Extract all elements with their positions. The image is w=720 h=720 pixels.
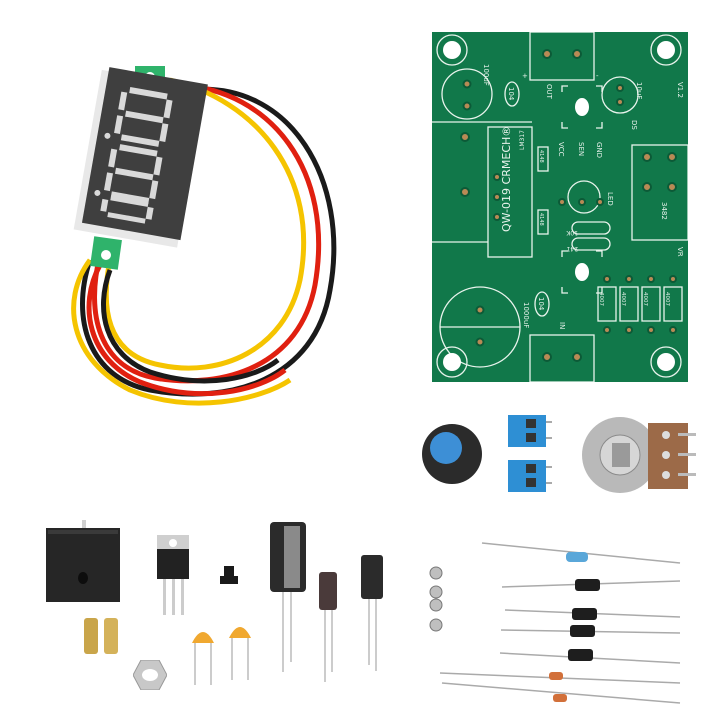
voltmeter-wires [71, 66, 337, 406]
zener-diode-2 [553, 694, 567, 702]
terminal-block-2 [508, 458, 552, 494]
pcb-rectifier-label-3: 4007 [642, 292, 648, 306]
pcb-silkscreen: QW-019 CRMECH® LM317 100uF 10uF 1000uF 1… [432, 31, 689, 383]
pcb-version-label: V1.2 [676, 82, 684, 98]
pcb-port-label-in: IN [558, 322, 566, 329]
pcb-ceramic-label-2: 104 [537, 297, 545, 311]
rectifier-diode-2 [572, 608, 597, 620]
potentiometer-knob [420, 420, 484, 484]
terminal-block-1 [508, 413, 552, 449]
pcb-model-label: QW-019 CRMECH® [500, 126, 513, 232]
pcb-rectifier-label-2: 4007 [620, 292, 626, 306]
pcb-plus-mark: + [522, 72, 528, 80]
heatsink [46, 520, 120, 602]
pcb-cap-label-10uf: 10uF [635, 82, 643, 99]
pcb-diode-label-2: 4148 [538, 213, 544, 226]
pcb-ceramic-label-1: 104 [507, 87, 515, 101]
pcb-resistor-label-2: 241 [566, 245, 578, 252]
brass-standoff-1 [84, 618, 98, 654]
pcb-rectifier-label-4: 4007 [664, 292, 670, 306]
axial-components [430, 535, 700, 710]
ceramic-capacitor-1 [190, 625, 216, 687]
pcb-led-label: LED [606, 192, 614, 206]
pcb-pin-sen: SEN [577, 142, 585, 156]
rectifier-diode-4 [568, 649, 593, 661]
pcb-ds-label: DS [630, 120, 638, 130]
pcb-board: QW-019 CRMECH® LM317 100uF 10uF 1000uF 1… [432, 31, 689, 383]
pcb-rectifier-label-1: 4007 [598, 292, 604, 306]
small-screws [424, 565, 448, 635]
pcb-vr-label: VR [676, 247, 684, 257]
electrolytic-capacitor-medium [360, 555, 386, 673]
rectifier-diode-3 [570, 625, 595, 637]
brass-standoff-2 [104, 618, 118, 654]
rectifier-diode-1 [575, 579, 600, 591]
pcb-port-label-out: OUT [545, 84, 553, 100]
pcb-cap-label-1000uf: 1000uF [522, 302, 530, 328]
pcb-resistor-label-1: 10K [565, 229, 578, 236]
pcb-pin-vcc: VCC [557, 142, 565, 157]
zener-diode-1 [549, 672, 563, 680]
rotary-potentiometer [578, 415, 698, 495]
pcb-pin-gnd: GND [595, 142, 603, 158]
voltmeter-module: 8. 8. 8. [30, 60, 370, 420]
electrolytic-capacitor-small [318, 572, 340, 684]
electrolytic-capacitor-large [268, 520, 308, 675]
resistor [566, 552, 588, 562]
hex-nut [132, 659, 168, 691]
pcb-diode-label-1: 4148 [538, 150, 544, 163]
ceramic-capacitor-2 [227, 620, 253, 682]
pcb-ic-label: LM317 [519, 130, 526, 150]
voltage-regulator [155, 535, 195, 617]
pcb-trimmer-label: 3482 [660, 202, 668, 220]
pcb-minus-mark: - [596, 72, 599, 80]
pcb-cap-label-100uf: 100uF [482, 64, 490, 86]
black-screw [220, 566, 238, 584]
